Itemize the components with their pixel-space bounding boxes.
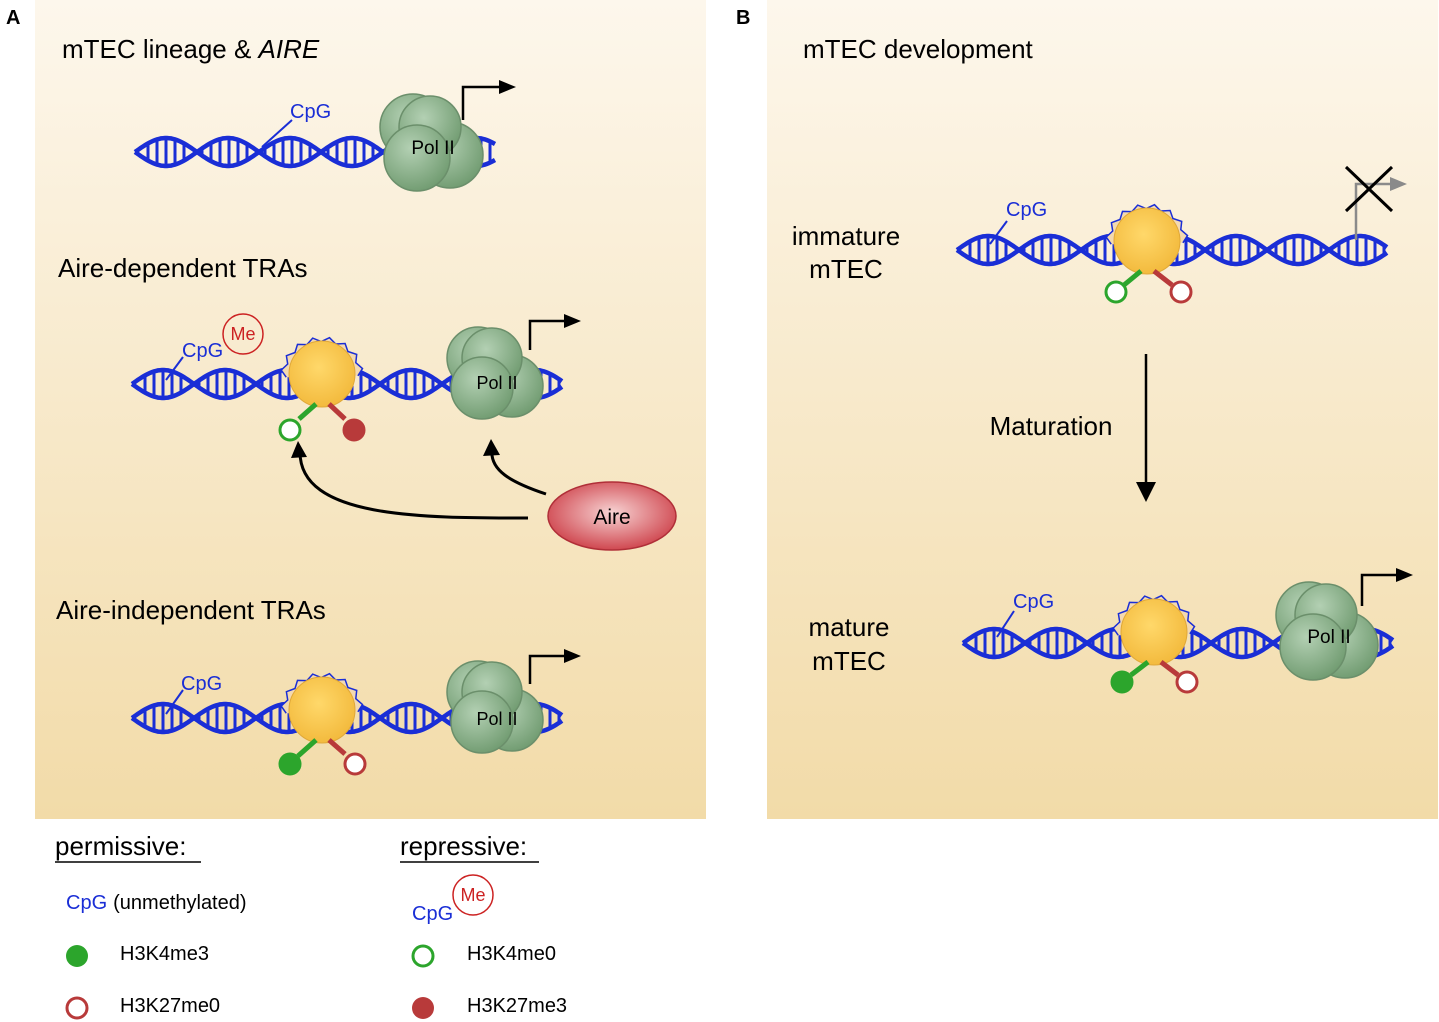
mature-label-line2: mTEC	[812, 646, 886, 676]
immature-k4-tail	[1104, 269, 1143, 304]
legend-repressive-cpg: CpG	[412, 903, 453, 925]
histone-core	[1113, 207, 1181, 275]
row2-k4-tail	[278, 402, 318, 442]
mature-tss-arrow	[1360, 568, 1413, 606]
legend-repressive-k4: H3K4me0	[467, 943, 556, 965]
row2-methyl-circle	[222, 313, 264, 355]
mature-cpg-pointer	[996, 610, 1015, 638]
row2-polii-label: Pol II	[476, 373, 517, 393]
immature-label-line2: mTEC	[809, 254, 883, 284]
mature-nucleosome	[1112, 594, 1196, 666]
legend-methyl-circle	[452, 874, 494, 916]
legend-filled-red-icon	[412, 997, 434, 1019]
row1-polii	[379, 93, 484, 192]
legend-repressive-k27: H3K27me3	[467, 995, 567, 1017]
dna-strand	[955, 233, 1389, 267]
row2-polii	[446, 326, 544, 420]
immature-cpg-label: CpG	[1006, 199, 1047, 221]
row2-title: Aire-dependent TRAs	[58, 253, 308, 283]
legend-repressive-heading: repressive:	[400, 831, 527, 861]
row3-tss-arrow	[528, 649, 581, 684]
legend-permissive-heading: permissive:	[55, 831, 186, 861]
legend-open-red-icon	[65, 996, 89, 1020]
row3-cpg-pointer	[165, 689, 184, 715]
row2-cpg-pointer	[165, 356, 184, 381]
mature-cpg-label: CpG	[1013, 591, 1054, 613]
panel-b-title: mTEC development	[803, 34, 1034, 64]
row3-polii-label: Pol II	[476, 709, 517, 729]
legend-permissive-k27: H3K27me0	[120, 995, 220, 1017]
aire-arrows	[291, 439, 547, 520]
row2-methyl-label: Me	[230, 324, 255, 344]
mature-k27-tail	[1159, 660, 1199, 694]
row2-cpg-label: CpG	[182, 340, 223, 362]
aire-label: Aire	[593, 506, 630, 529]
legend-open-green-icon	[411, 944, 435, 968]
legend-permissive-k4: H3K4me3	[120, 943, 209, 965]
legend-filled-green-icon	[66, 945, 88, 967]
legend-permissive-cpg: CpG(unmethylated)	[66, 892, 247, 914]
histone-core	[1120, 598, 1188, 666]
row1-polii-label: Pol II	[411, 138, 454, 159]
row2-nucleosome	[280, 336, 364, 408]
immature-blocked-tss-arrow	[1344, 165, 1407, 240]
maturation-label: Maturation	[990, 411, 1113, 441]
mature-polii	[1275, 581, 1379, 681]
row3-k4-tail	[278, 738, 318, 776]
row3-cpg-label: CpG	[181, 673, 222, 695]
panel-a-title: mTEC lineage & AIRE	[62, 34, 320, 64]
row3-nucleosome	[280, 672, 364, 744]
row1-tss-arrow	[461, 80, 516, 120]
row2-tss-arrow	[528, 314, 581, 350]
mature-polii-label: Pol II	[1307, 627, 1350, 648]
histone-core	[288, 340, 356, 408]
row3-title: Aire-independent TRAs	[56, 595, 326, 625]
panel-b-background	[767, 0, 1438, 819]
maturation-arrow	[1136, 354, 1156, 502]
immature-k27-tail	[1152, 269, 1193, 304]
legend-methyl-label: Me	[460, 885, 485, 905]
row2-k27-tail	[327, 402, 366, 442]
row1-cpg-label: CpG	[290, 101, 331, 123]
histone-core	[288, 676, 356, 744]
panel-b-letter: B	[736, 7, 750, 29]
panel-a-background	[35, 0, 706, 819]
mature-k4-tail	[1110, 660, 1150, 694]
row3-k27-tail	[327, 738, 367, 776]
aire-protein	[547, 481, 677, 551]
immature-cpg-pointer	[989, 220, 1008, 245]
row3-polii	[446, 660, 544, 754]
immature-label-line1: immature	[792, 221, 900, 251]
panel-a-letter: A	[6, 7, 20, 29]
immature-nucleosome	[1105, 203, 1189, 275]
mature-label-line1: mature	[809, 612, 890, 642]
row1-cpg-pointer	[261, 119, 293, 148]
